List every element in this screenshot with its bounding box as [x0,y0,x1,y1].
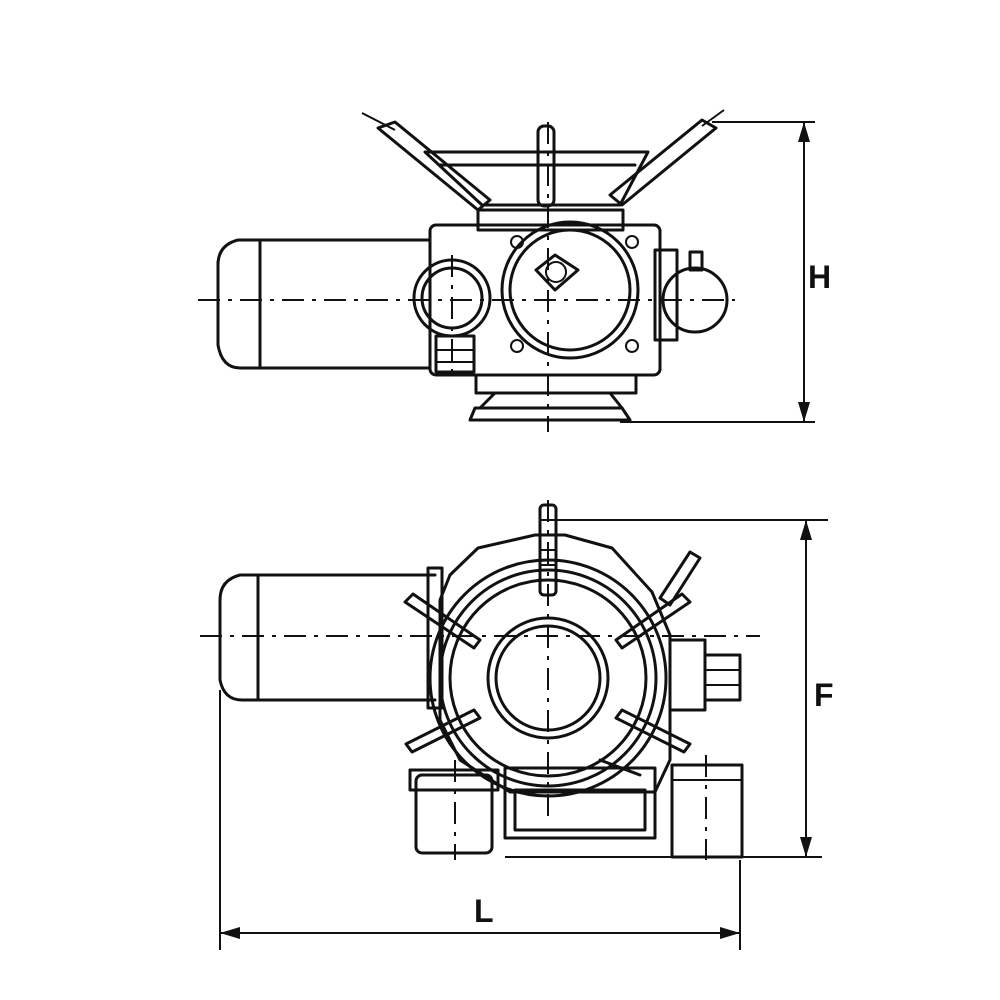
length-label: L [474,893,494,929]
motor [216,238,432,370]
gearbox-housing [412,208,729,422]
flange-dimension: F [505,519,834,858]
bottom-blocks [408,763,744,859]
height-label: H [808,259,831,295]
side-view: H [198,109,831,432]
plan-view: F L [200,500,834,950]
motor-plan [218,566,444,710]
terminal-box [668,638,742,712]
flange-label: F [814,677,834,713]
length-dimension: L [219,690,741,950]
handwheel [361,109,725,212]
height-dimension: H [620,121,831,423]
